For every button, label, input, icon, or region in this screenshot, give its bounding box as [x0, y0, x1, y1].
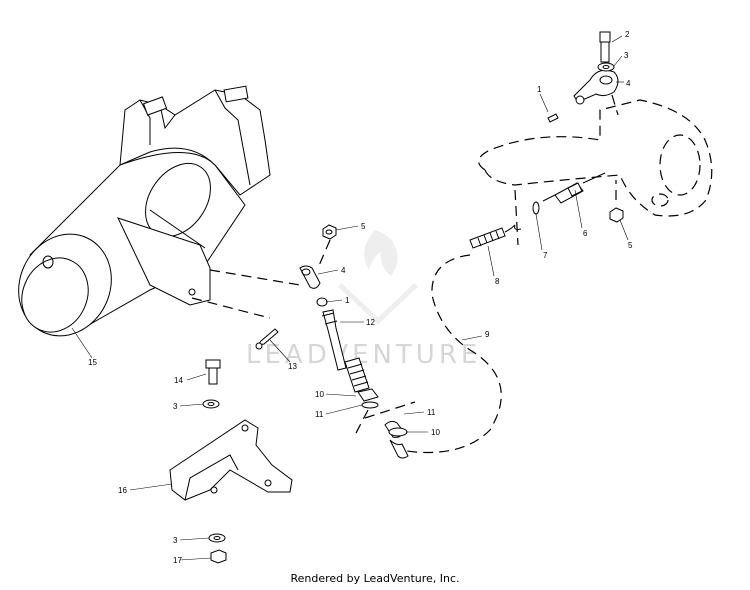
callout-13: 13: [288, 362, 297, 371]
callout-10: 10: [431, 428, 440, 437]
callout-11: 11: [427, 408, 436, 417]
mounting-bracket: [169, 359, 293, 564]
watermark-logo: [338, 230, 418, 325]
callout-15: 15: [88, 358, 97, 367]
callout-5: 5: [628, 241, 633, 250]
callout-3: 3: [173, 536, 178, 545]
callout-1: 1: [345, 296, 350, 305]
watermark-text: LEADVENTURE: [246, 340, 481, 370]
callout-16: 16: [118, 486, 127, 495]
callout-8: 8: [495, 277, 500, 286]
cable-end-assembly: [469, 31, 713, 249]
callout-7: 7: [543, 251, 548, 260]
linkage-rod-assembly: [255, 224, 416, 436]
callout-labels: 2 3 4 1 6 5 7 8 9 5 4 1 12 13 15 14 3 10…: [88, 30, 633, 565]
callout-12: 12: [366, 318, 375, 327]
callout-6: 6: [583, 229, 588, 238]
callout-11: 11: [315, 410, 324, 419]
callout-4: 4: [626, 79, 631, 88]
leader-lines: [71, 35, 629, 561]
callout-1: 1: [537, 85, 542, 94]
shift-cable: [384, 189, 519, 459]
footer-credit: Rendered by LeadVenture, Inc.: [290, 572, 460, 585]
callout-5: 5: [361, 222, 366, 231]
callout-4: 4: [341, 266, 346, 275]
callout-9: 9: [485, 330, 490, 339]
callout-14: 14: [174, 376, 183, 385]
callout-3: 3: [173, 402, 178, 411]
callout-10: 10: [315, 390, 324, 399]
axle-housing: [18, 85, 301, 337]
callout-2: 2: [625, 30, 630, 39]
callout-3: 3: [624, 51, 629, 60]
callout-17: 17: [173, 556, 182, 565]
